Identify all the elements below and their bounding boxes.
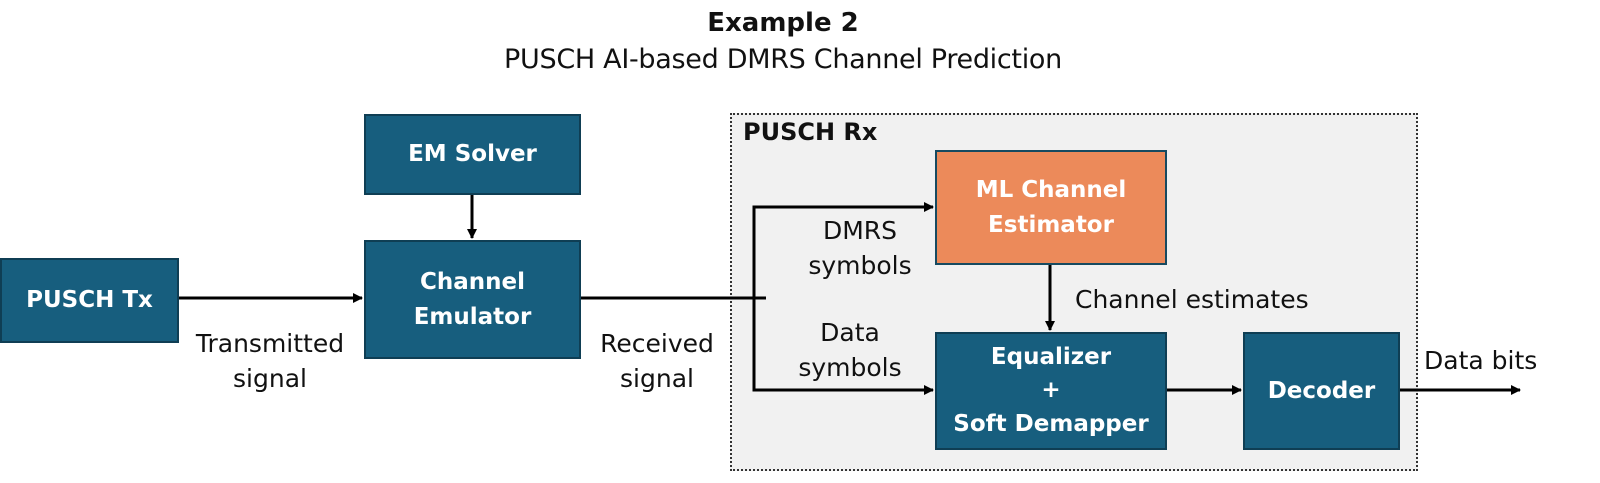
decoder-block: Decoder	[1243, 332, 1400, 450]
pusch-tx-block: PUSCH Tx	[0, 258, 179, 343]
data-symbols-label: Data symbols	[798, 318, 902, 382]
pusch-rx-label: PUSCH Rx	[743, 118, 878, 146]
arrow-to-equalizer	[752, 298, 934, 395]
equalizer-demapper-block: Equalizer + Soft Demapper	[935, 332, 1167, 450]
dmrs-symbols-label: DMRS symbols	[808, 216, 912, 280]
channel-estimates-label: Channel estimates	[1075, 285, 1309, 314]
ml-channel-estimator-block: ML Channel Estimator	[935, 150, 1167, 265]
data-bits-label: Data bits	[1424, 346, 1538, 375]
arrow-to-estimator	[752, 202, 934, 298]
diagram-subtitle: PUSCH AI-based DMRS Channel Prediction	[504, 44, 1062, 75]
transmitted-signal-label: Transmitted signal	[195, 329, 345, 393]
received-signal-label: Received signal	[600, 329, 714, 393]
em-solver-block: EM Solver	[364, 114, 581, 195]
channel-emulator-block: Channel Emulator	[364, 240, 581, 359]
diagram-title: Example 2	[707, 8, 859, 38]
